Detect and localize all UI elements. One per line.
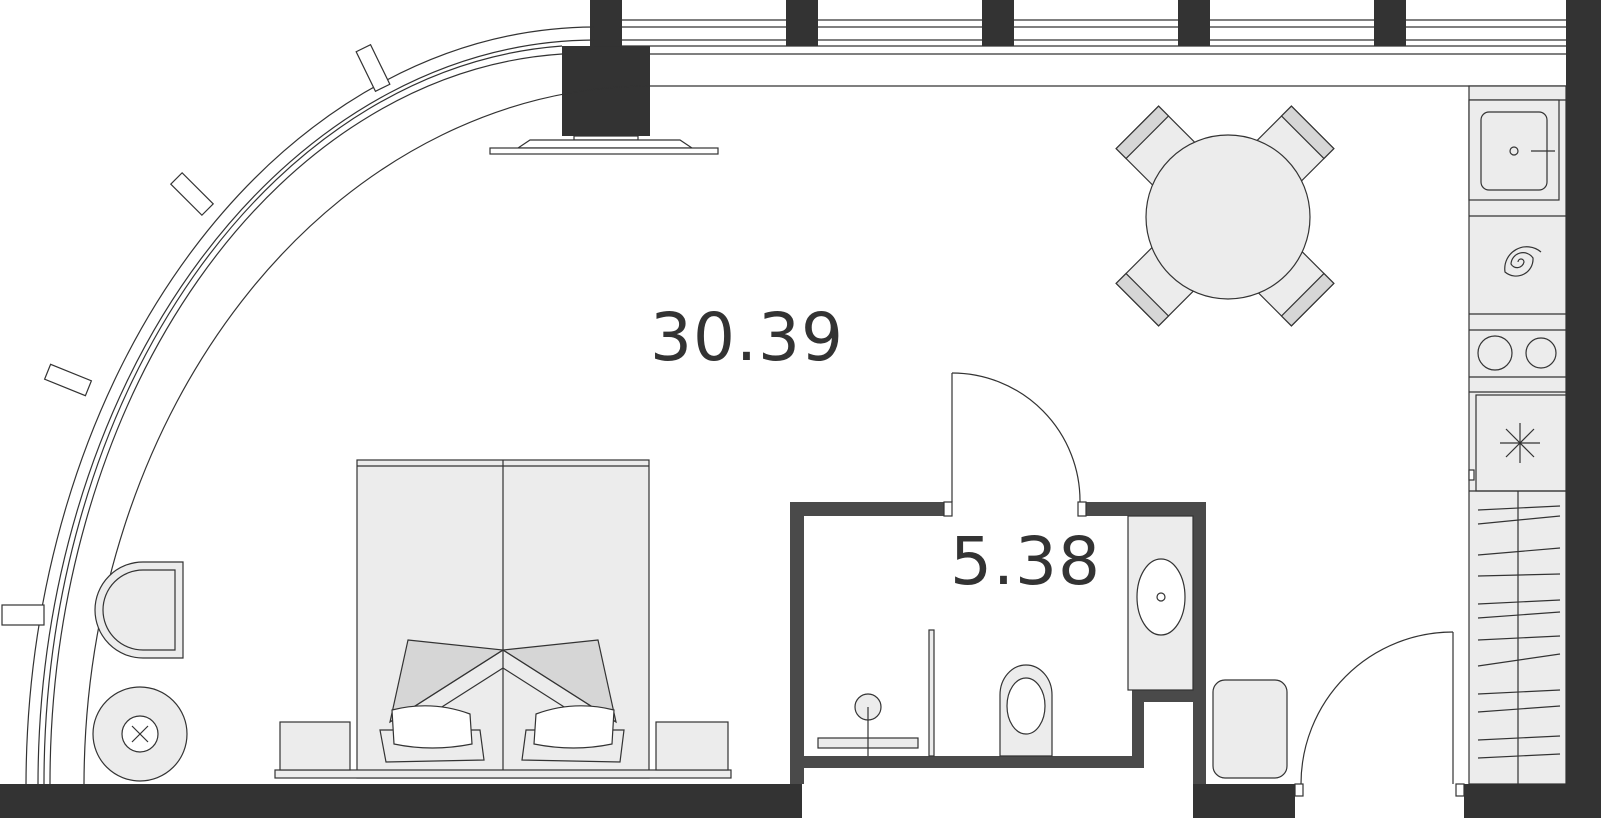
interior-door-swing-icon (951, 372, 1081, 503)
floor-lamp-icon (92, 686, 188, 782)
window-mullion-icon (355, 43, 391, 93)
bathroom-area-label: 5.38 (950, 523, 1101, 600)
window-mullion-icon (169, 171, 215, 217)
main-room-area-label: 30.39 (650, 299, 844, 376)
curved-glazing-window-icon (1, 26, 651, 785)
top-window-band (590, 0, 1566, 87)
window-mullion-icon (1178, 0, 1210, 46)
dining-chair-icon (1115, 105, 1200, 190)
armchair-icon (94, 561, 184, 659)
pillow-icon (521, 705, 625, 763)
cooktop-spiral-icon (1504, 246, 1542, 277)
bottom-middle-wall (1193, 784, 1295, 818)
window-mullion-icon (786, 0, 818, 46)
kitchen-unit (1468, 85, 1567, 785)
entrance-door-swing-icon (1294, 631, 1465, 797)
wardrobe-hatched-icon (1477, 491, 1561, 784)
window-mullion-icon (590, 0, 622, 46)
bathroom-partitions (790, 501, 1206, 784)
window-mullion-icon (43, 363, 93, 397)
shoe-cabinet-icon (1212, 679, 1288, 779)
shower-drain-icon (817, 693, 919, 756)
table-top (1145, 134, 1311, 300)
bottom-right-wall (1464, 784, 1601, 818)
kitchen-sink-icon (1468, 99, 1560, 201)
bottom-left-exterior-wall (0, 784, 802, 818)
hob-burners-icon (1477, 335, 1557, 371)
shower-screen-icon (928, 629, 935, 757)
dining-table-icon (1115, 105, 1335, 327)
radiator-icon (489, 135, 719, 155)
window-mullion-icon (1, 604, 45, 626)
pillow-icon (379, 705, 485, 763)
oven-icon (1468, 394, 1567, 492)
structural-column (562, 46, 650, 136)
toilet-icon (999, 664, 1053, 757)
nightstand-icon (655, 721, 729, 771)
right-exterior-wall (1566, 0, 1601, 818)
window-mullion-icon (982, 0, 1014, 46)
bathroom-washbasin-icon (1127, 515, 1194, 691)
window-mullion-icon (1374, 0, 1406, 46)
double-bed-icon (274, 459, 732, 779)
nightstand-icon (279, 721, 351, 771)
